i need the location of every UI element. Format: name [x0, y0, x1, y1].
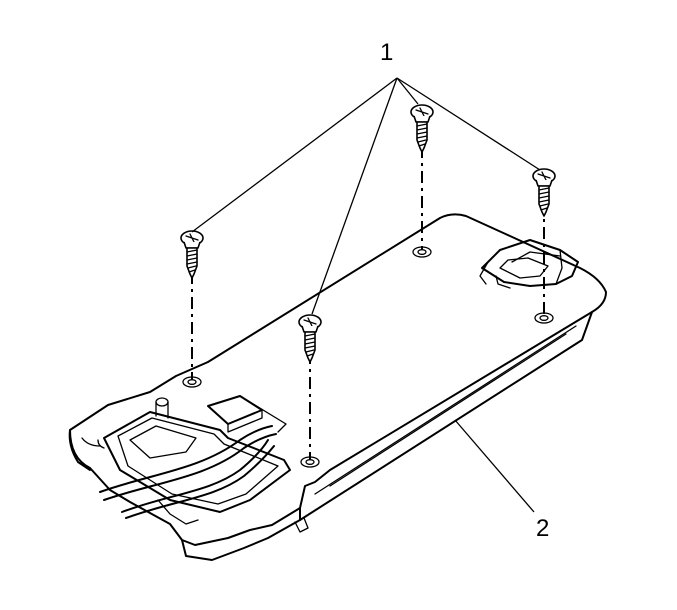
callout-leaders: [191, 77, 541, 513]
screw-3: [532, 168, 556, 217]
callout-1-label: 1: [380, 39, 393, 66]
screw-2: [410, 104, 434, 153]
screw-1: [180, 230, 204, 279]
callout-2-label: 2: [536, 515, 549, 542]
screw-centerlines: [191, 146, 545, 460]
base-plate: [68, 213, 607, 561]
screw-4: [298, 314, 322, 363]
